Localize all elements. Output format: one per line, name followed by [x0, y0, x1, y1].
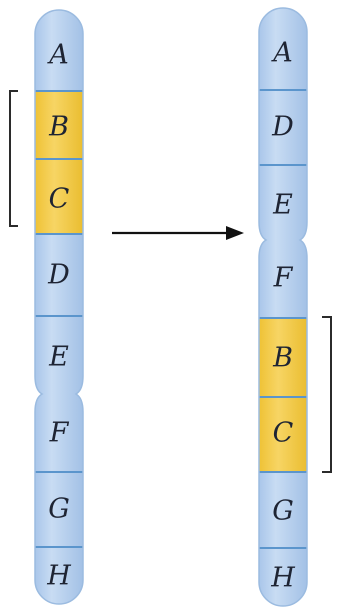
chromosome-rearranged-labels: A D E F B C G H	[270, 38, 295, 594]
chromosome-rearranged: A D E F B C G H	[258, 7, 332, 607]
band-label: H	[270, 563, 295, 594]
band-label: E	[48, 342, 69, 373]
band	[259, 8, 307, 90]
band-label: G	[48, 494, 70, 525]
bracket-rearranged	[322, 316, 332, 473]
band-label: A	[270, 38, 293, 69]
band	[35, 234, 83, 316]
band-label: F	[273, 263, 294, 294]
bracket-original	[9, 90, 18, 227]
band	[35, 394, 83, 472]
band	[259, 240, 307, 318]
band-label: D	[47, 260, 70, 291]
band	[259, 165, 307, 240]
band-label: E	[272, 190, 293, 221]
chromosome-original-labels: A B C D E F G H	[46, 40, 71, 592]
band	[35, 472, 83, 547]
band-label: D	[271, 112, 294, 143]
band-label: C	[49, 184, 70, 215]
chromosome-original-body	[34, 9, 84, 605]
band	[259, 548, 307, 606]
band-label: B	[48, 112, 69, 143]
band	[259, 90, 307, 165]
band	[35, 10, 83, 91]
band-label: G	[272, 496, 294, 527]
band-highlighted	[259, 397, 307, 472]
band	[259, 472, 307, 548]
band-label: B	[272, 343, 293, 374]
band-label: A	[46, 40, 69, 71]
band-label: H	[46, 561, 71, 592]
band-highlighted	[35, 91, 83, 159]
chromosome-outline	[34, 9, 84, 605]
band-label: C	[273, 418, 294, 449]
band-highlighted	[35, 159, 83, 234]
band	[35, 547, 83, 604]
band-highlighted	[259, 318, 307, 397]
arrow-icon	[112, 226, 244, 240]
chromosome-original: A B C D E F G H	[9, 9, 84, 605]
chromosome-rearranged-body	[258, 7, 308, 607]
band	[35, 316, 83, 394]
chromosome-outline	[258, 7, 308, 607]
band-label: F	[49, 418, 70, 449]
